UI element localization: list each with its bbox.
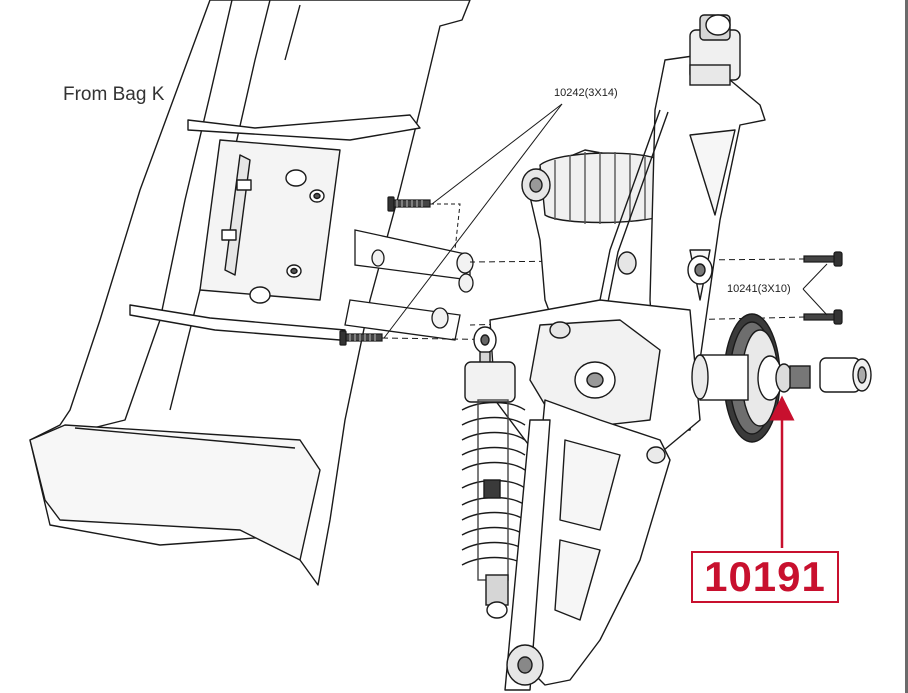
part-number-callout: 10191: [691, 551, 839, 603]
gearbox: [489, 299, 701, 471]
top-hub: [689, 14, 741, 86]
right-edge-border: [905, 0, 908, 693]
lower-shock: [461, 326, 526, 619]
wing-stays: [344, 229, 474, 341]
rear-wing: [29, 0, 471, 586]
lower-arm: [504, 399, 671, 691]
screw-10241-label: 10241(3X10): [727, 283, 791, 295]
part-number: 10191: [704, 553, 826, 600]
spur-gear: [691, 313, 872, 443]
from-bag-label: From Bag K: [63, 84, 165, 105]
screw-10242: [339, 196, 431, 346]
screw-10242-label: 10242(3X14): [554, 87, 618, 99]
screw-10241: [803, 251, 843, 325]
